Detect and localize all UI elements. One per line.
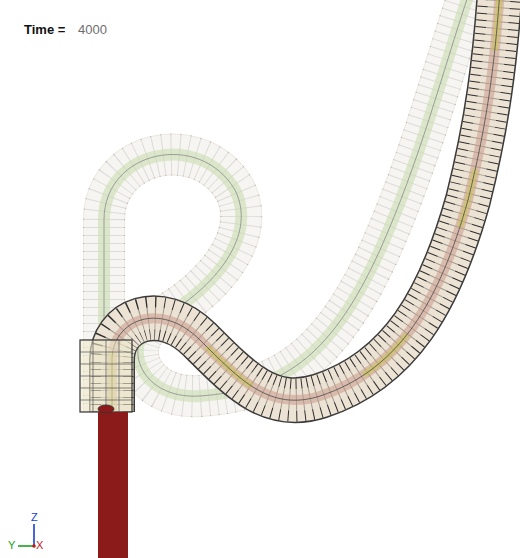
deformed-tube: [112, 0, 500, 412]
axis-label: Y: [8, 540, 15, 551]
time-value: 4000: [78, 23, 107, 36]
time-label: Time =: [24, 23, 65, 36]
axis-triad: [18, 524, 36, 548]
axis-label: Z: [31, 512, 38, 523]
red-rod: [98, 412, 128, 558]
tube-base: [80, 340, 132, 412]
axis-label: X: [36, 540, 43, 551]
